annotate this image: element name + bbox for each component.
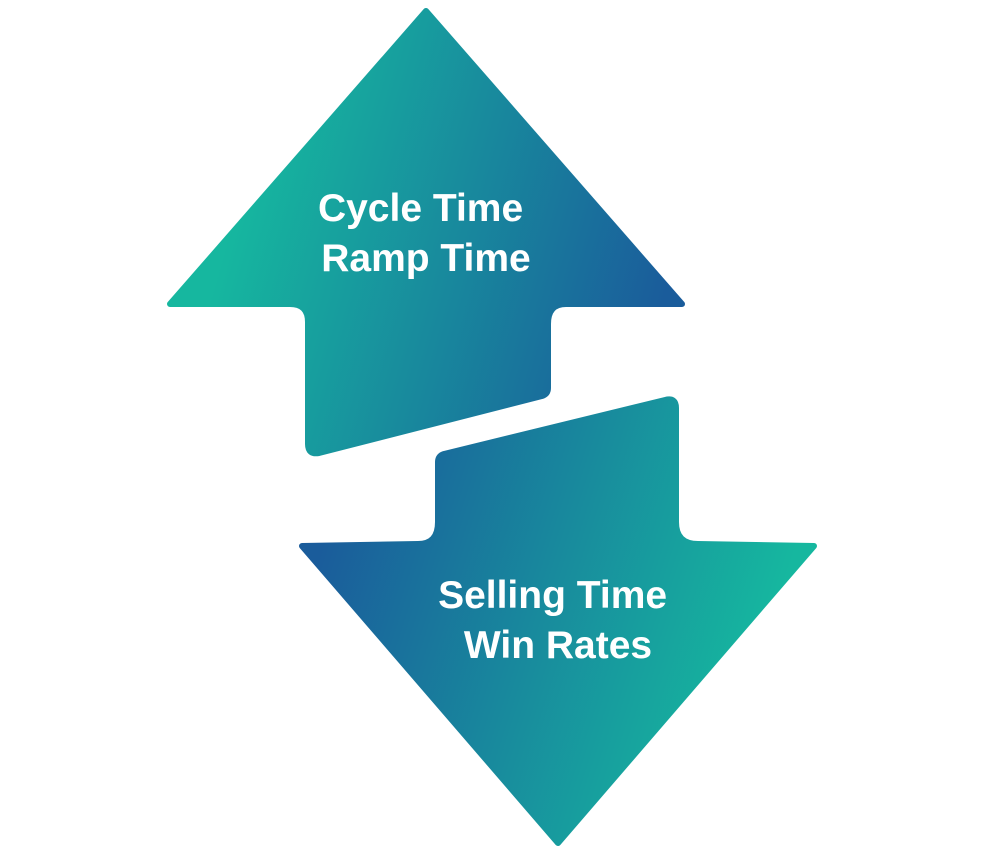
- up-arrow-shape: [167, 8, 685, 457]
- down-arrow-line-1: Selling Time: [438, 574, 667, 617]
- down-arrow: Selling Time Win Rates: [299, 396, 817, 846]
- up-arrow-line-1: Cycle Time: [318, 187, 523, 230]
- up-arrow-line-2: Ramp Time: [321, 237, 531, 280]
- up-arrow: Cycle Time Ramp Time: [167, 8, 685, 457]
- down-arrow-line-2: Win Rates: [464, 624, 652, 667]
- down-arrow-shape: [299, 396, 817, 846]
- down-arrow-label: Selling Time Win Rates: [438, 574, 678, 667]
- up-arrow-label: Cycle Time Ramp Time: [318, 187, 534, 280]
